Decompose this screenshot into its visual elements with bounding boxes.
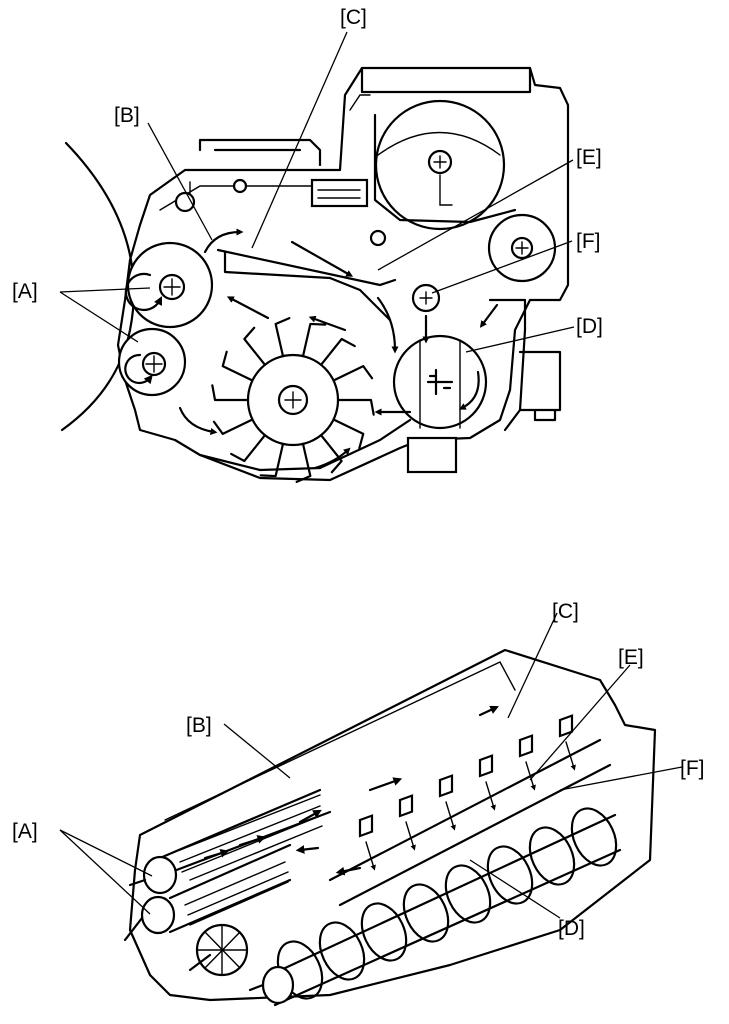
label-c-top: [C] bbox=[340, 6, 367, 29]
mixing-auger-spiral bbox=[276, 807, 618, 1000]
paddle-tab bbox=[438, 774, 454, 798]
pivot-pin bbox=[369, 229, 387, 247]
flow-arrow bbox=[313, 447, 351, 470]
doctor-blade bbox=[216, 248, 397, 287]
top-cover bbox=[360, 66, 532, 94]
bottom-block bbox=[406, 436, 458, 474]
flow-arrow bbox=[298, 809, 322, 824]
paddle-blade bbox=[332, 365, 374, 382]
upper-wall bbox=[198, 138, 322, 167]
flow-arrow bbox=[376, 296, 399, 354]
upper-roller-end bbox=[142, 855, 178, 895]
lower-roller-hatching bbox=[184, 861, 289, 926]
flow-arrow bbox=[405, 821, 416, 851]
label-f-top: [F] bbox=[576, 230, 601, 253]
lower-wall bbox=[198, 298, 527, 472]
flow-arrow bbox=[485, 781, 496, 811]
flow-arrow bbox=[203, 228, 244, 254]
label-a-bottom: [A] bbox=[12, 820, 38, 843]
label-b-bottom: [B] bbox=[186, 714, 212, 737]
paddle-blade bbox=[301, 322, 327, 358]
label-e-top: [E] bbox=[576, 146, 602, 169]
paddle-blade bbox=[336, 398, 375, 416]
paddle-blade bbox=[259, 442, 285, 478]
leader-lines-top bbox=[59, 31, 575, 353]
flow-arrow bbox=[365, 841, 376, 871]
label-c-bottom: [C] bbox=[552, 600, 579, 623]
casing-top-edge bbox=[164, 661, 516, 821]
flow-arrow bbox=[565, 741, 576, 771]
toner-sensor bbox=[310, 178, 369, 208]
separator-plate bbox=[223, 250, 392, 322]
auger-flight bbox=[444, 864, 492, 924]
label-a-top: [A] bbox=[12, 280, 38, 303]
screw-small bbox=[232, 178, 248, 194]
flow-arrow bbox=[445, 801, 456, 831]
toner-flow-arrows bbox=[178, 228, 499, 470]
cross-section-diagram: [C] [B] [E] [A] [F] [D] bbox=[12, 6, 603, 484]
paddle-tab bbox=[518, 734, 534, 758]
auger-flight bbox=[570, 807, 618, 867]
screw-boss bbox=[174, 191, 196, 213]
paddle-wheel bbox=[211, 316, 375, 484]
paddle-blade bbox=[274, 316, 291, 358]
paddle-blade bbox=[230, 434, 267, 463]
auger-flight bbox=[402, 883, 450, 943]
label-d-bottom: [D] bbox=[558, 917, 585, 940]
auger-flight bbox=[360, 902, 408, 962]
hopper-wall bbox=[373, 113, 517, 224]
casing-outline bbox=[128, 648, 657, 1002]
flow-arrow bbox=[458, 370, 480, 410]
rear-tabs bbox=[358, 714, 576, 871]
flow-arrow bbox=[178, 406, 218, 435]
flow-arrow bbox=[295, 845, 320, 854]
drum-outline bbox=[60, 141, 135, 432]
flow-arrow bbox=[479, 303, 499, 328]
flow-arrow bbox=[525, 761, 536, 791]
auger-flight bbox=[486, 845, 534, 905]
paddle-tab bbox=[398, 794, 414, 818]
paddle-blade bbox=[319, 434, 343, 474]
paddle-blade bbox=[319, 337, 356, 366]
right-bracket bbox=[518, 350, 562, 422]
flow-arrow bbox=[290, 240, 354, 277]
flow-arrow bbox=[308, 315, 347, 332]
label-f-bottom: [F] bbox=[680, 757, 705, 780]
upper-roller-hatching bbox=[179, 794, 323, 881]
flow-arrow bbox=[238, 835, 267, 847]
label-d-top: [D] bbox=[576, 315, 603, 338]
rear-auger bbox=[328, 738, 612, 907]
paddle-blade bbox=[243, 326, 267, 366]
paddle-tab bbox=[558, 714, 574, 738]
paddle-tab bbox=[358, 814, 374, 838]
label-e-bottom: [E] bbox=[618, 646, 644, 669]
flow-arrow bbox=[478, 705, 499, 717]
flow-arrow bbox=[335, 866, 362, 876]
auger-end bbox=[261, 965, 295, 1005]
perspective-flow-arrows bbox=[203, 705, 499, 876]
paddle-blade bbox=[221, 350, 254, 382]
flow-arrow bbox=[226, 296, 270, 320]
auger-flight bbox=[318, 921, 366, 981]
perspective-diagram: [C] [E] [B] [F] [A] [D] bbox=[12, 600, 705, 1007]
auger-flight bbox=[528, 826, 576, 886]
label-b-top: [B] bbox=[114, 104, 140, 127]
lower-roller-end bbox=[140, 895, 176, 935]
paddle-blade bbox=[211, 384, 250, 402]
paddle-blade bbox=[332, 418, 365, 450]
leader-lines-bottom bbox=[59, 612, 683, 919]
paddle-blade bbox=[212, 418, 254, 435]
flow-arrow bbox=[203, 849, 230, 860]
paddle-tab bbox=[478, 754, 494, 778]
flow-arrow bbox=[368, 777, 403, 792]
paddle-blade bbox=[295, 442, 312, 484]
